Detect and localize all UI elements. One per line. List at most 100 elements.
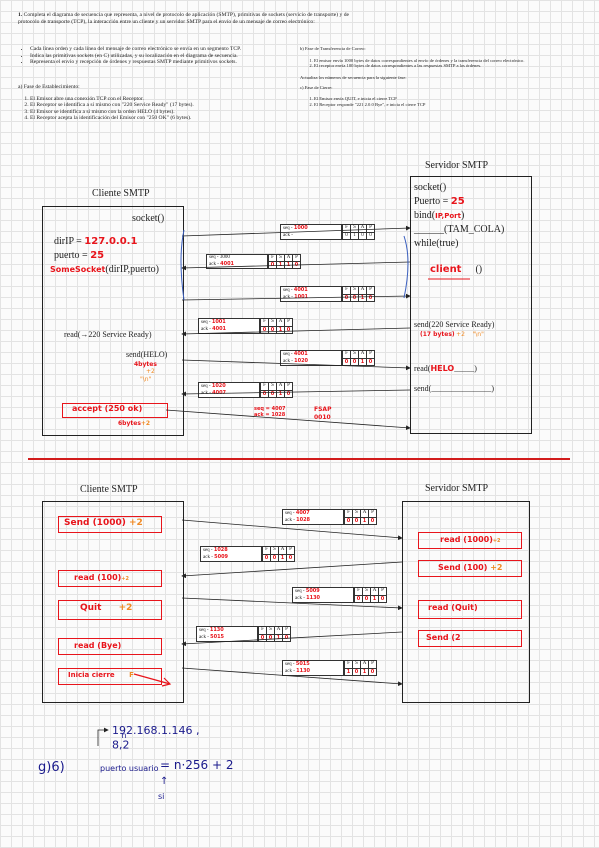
d1-connect-fn: SomeSocket xyxy=(50,265,106,274)
d1-arrow xyxy=(181,293,411,301)
d1-server-puerto-label: Puerto = xyxy=(414,196,451,207)
bullet-item: Representa el envío y recepción de órden… xyxy=(30,59,308,66)
d1-accept-note: 6bytes+2 xyxy=(118,420,150,427)
d2-client-title: Cliente SMTP xyxy=(80,484,138,495)
d1-server-send2: send(_______________) xyxy=(414,384,494,393)
d1-puerto-value: 25 xyxy=(90,250,105,261)
d2-client-item-box xyxy=(58,516,162,533)
d1-server-bind-args: IP,Port xyxy=(435,212,461,220)
d1-client-send: send(HELO) xyxy=(126,350,168,359)
phase-b-item: El emisor envía 1000 bytes de datos corr… xyxy=(314,58,592,64)
d2-arrow xyxy=(181,597,403,611)
d1-extra-flags: FSAP 0010 xyxy=(314,406,332,421)
d1-puerto: puerto = 25 xyxy=(54,250,104,261)
d2-server-box xyxy=(402,501,530,703)
d1-server-bind-fn: bind( xyxy=(414,210,436,221)
d1-server-puerto: Puerto = 25 xyxy=(414,196,465,207)
d1-arrow xyxy=(181,327,411,337)
d2-arrow xyxy=(181,561,403,579)
d1-arrow xyxy=(181,389,411,397)
d1-server-read-fn: read( xyxy=(414,364,431,373)
note-formula-label: puerto usuario xyxy=(100,764,159,773)
d1-server-client-end: () xyxy=(475,264,483,275)
d1-server-bind-end: ) xyxy=(460,210,465,221)
d2-arrow xyxy=(181,631,403,647)
phase-b-note: Actualiza los números de secuencia para … xyxy=(300,74,407,80)
question-number: 1. xyxy=(18,12,23,18)
d1-server-read-end: _____) xyxy=(454,364,477,373)
d1-server-read: read(HELO_____) xyxy=(414,364,477,373)
d2-client-item: Send (1000) +2 xyxy=(64,518,143,528)
phase-a-item: El Emisor abre una conexión TCP con el R… xyxy=(30,96,308,103)
phase-c-item: El Emisor envía QUIT, e inicia el cierre… xyxy=(314,96,592,102)
d1-server-client: client() xyxy=(430,264,482,275)
question-intro: 1. Completa el diagrama de secuencia que… xyxy=(18,12,360,25)
red-divider xyxy=(28,458,570,460)
phase-a-item: El Receptor acepta la identificación del… xyxy=(30,115,308,122)
d1-helo-note3: "\n" xyxy=(140,376,152,383)
d1-server-socket: socket() xyxy=(414,182,447,193)
question-bullets: Cada línea orden y cada línea del mensaj… xyxy=(18,46,308,66)
d1-client-read: read(→220 Service Ready) xyxy=(64,330,152,339)
d1-server-while: while(true) xyxy=(414,238,459,249)
d2-arrow xyxy=(181,667,403,687)
d1-accept: accept (250 ok) xyxy=(72,404,143,413)
d1-client-box xyxy=(42,206,184,436)
d1-server-send: send(220 Service Ready) xyxy=(414,320,495,329)
d1-arrow xyxy=(181,359,411,371)
d2-server-item-box xyxy=(418,560,522,577)
d1-connect: SomeSocket(dirIP,puerto) xyxy=(50,264,159,275)
phase-c-item: El Receptor responde "221 2.0.0 Bye", e … xyxy=(314,102,592,108)
d1-server-send-notes: (17 bytes) +2 "\n" xyxy=(420,331,484,338)
d2-server-item: read (1000)+2 xyxy=(440,535,501,544)
d1-dirip: dirIP = 127.0.0.1 xyxy=(54,236,137,247)
phase-b: b) Fase de Transferencia de Correo: El e… xyxy=(300,46,592,107)
d1-connect-args: (dirIP,puerto) xyxy=(105,264,159,275)
note-ip: 192.168.1.146 , 8,2n xyxy=(112,724,200,752)
d2-server-item: read (Quit) xyxy=(428,603,478,612)
d1-arrow xyxy=(181,261,411,271)
d1-client-socket: socket() xyxy=(132,213,165,224)
note-label: g)6) xyxy=(38,760,65,775)
d1-blue-bracket xyxy=(403,235,409,299)
d1-server-send-note3: "\n" xyxy=(472,331,484,338)
d1-server-send-note2: +2 xyxy=(456,331,465,338)
d2-server-item: Send (100) +2 xyxy=(438,563,503,572)
d1-blue-bracket xyxy=(180,229,185,301)
phase-a: a) Fase de Establecimiento: El Emisor ab… xyxy=(18,84,308,122)
d1-extra-seqack: seq = 4007 ack = 1028 xyxy=(254,406,286,418)
d1-dirip-label: dirIP = xyxy=(54,236,85,247)
d2-client-item-box xyxy=(58,570,162,587)
phase-c-title: c) Fase de Cierre: xyxy=(300,85,333,91)
note-arrow-up: ↑ xyxy=(160,776,169,787)
d2-server-item: Send (2 xyxy=(426,633,461,642)
d1-puerto-label: puerto = xyxy=(54,250,91,261)
bullet-item: Cada línea orden y cada línea del mensaj… xyxy=(30,46,308,53)
d1-dirip-value: 127.0.0.1 xyxy=(84,236,138,247)
question-intro-text: Completa el diagrama de secuencia que re… xyxy=(18,12,350,25)
phase-a-item: El Receptor se identifica a sí mismo con… xyxy=(30,102,308,109)
d2-client-item: read (100)+2 xyxy=(74,573,129,582)
d1-helo-note1: 4bytes xyxy=(134,361,157,368)
d1-accept-plus: +2 xyxy=(140,420,151,427)
d1-server-title: Servidor SMTP xyxy=(425,160,489,171)
d1-helo-note2: +2 xyxy=(146,368,155,375)
d2-server-item-box xyxy=(418,532,522,549)
d2-server-title: Servidor SMTP xyxy=(425,483,489,494)
d2-client-item: read (Bye) xyxy=(74,641,122,650)
phase-a-item: El Emisor se identifica a sí mismo con l… xyxy=(30,109,308,116)
d2-client-item-box xyxy=(58,638,162,655)
phase-b-title: b) Fase de Transferencia de Correo: xyxy=(300,46,366,51)
d2-client-item: Inicia cierre F xyxy=(68,671,134,679)
d2-server-item-box xyxy=(418,600,522,619)
d1-server-bind: bind(IP,Port) xyxy=(414,210,464,221)
